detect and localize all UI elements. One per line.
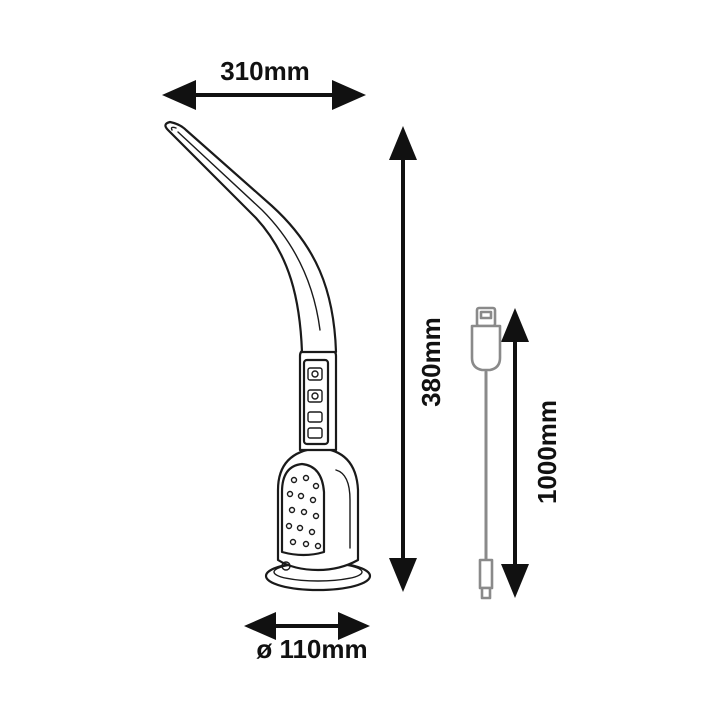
- width-dimension-arrow: [162, 80, 366, 110]
- height-label: 380mm: [416, 317, 446, 407]
- usb-cable-drawing: [470, 306, 502, 600]
- cable-length-label: 1000mm: [532, 400, 562, 504]
- width-label: 310mm: [220, 56, 310, 86]
- height-dimension-arrow: [389, 126, 417, 592]
- base-diameter-dimension-arrow: [244, 612, 370, 640]
- cable-length-dimension-arrow: [501, 308, 529, 598]
- base-diameter-label: ø 110mm: [256, 634, 367, 664]
- desk-lamp-drawing: [164, 120, 372, 592]
- speaker-texture: [285, 474, 322, 550]
